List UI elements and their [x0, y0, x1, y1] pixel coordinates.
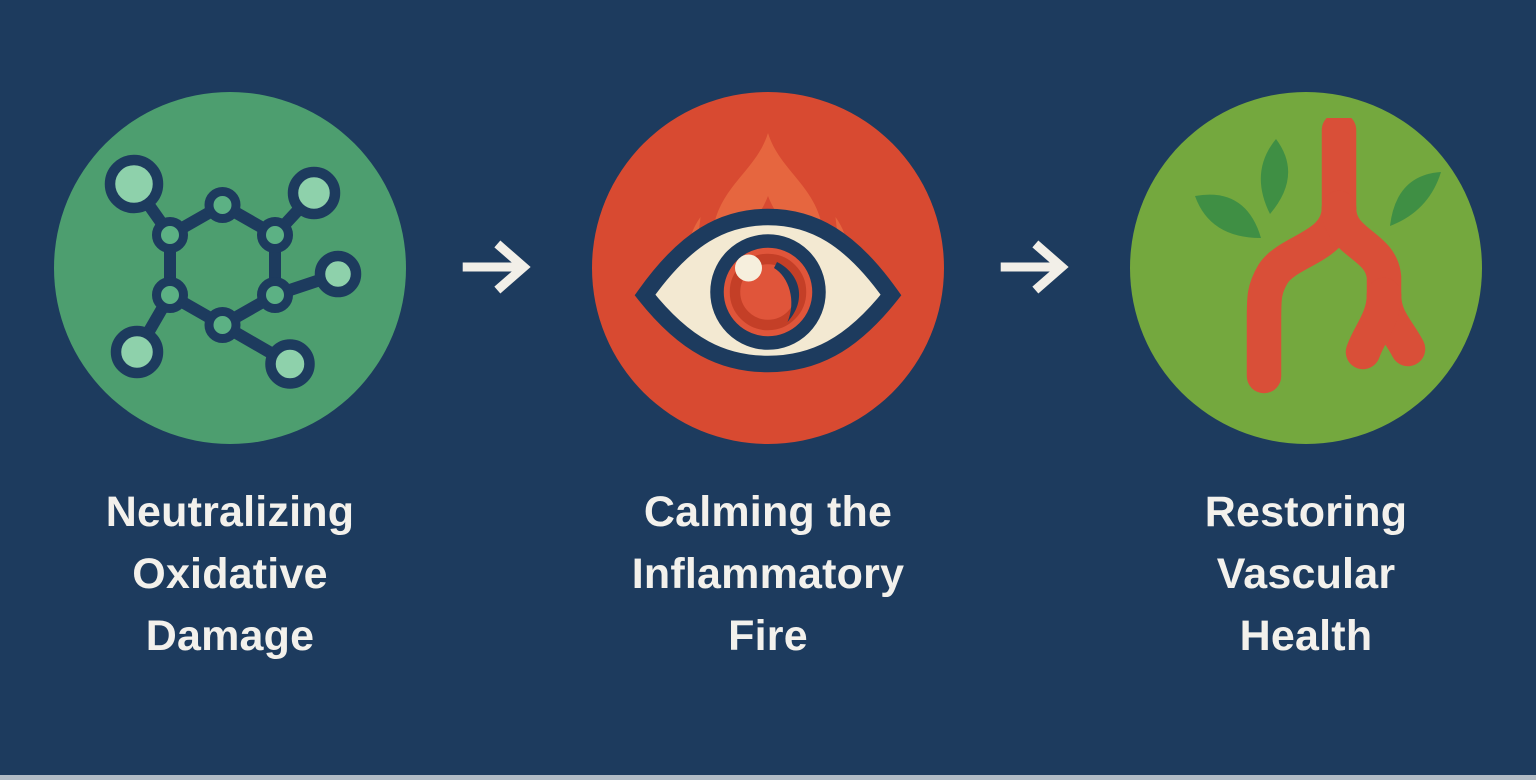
- flaming-eye-icon: [634, 133, 902, 373]
- step-1-circle: [54, 92, 406, 444]
- vessel-shape: [1246, 118, 1426, 394]
- step-neutralizing-oxidative-damage: Neutralizing Oxidative Damage: [4, 92, 456, 668]
- pupil-crescent: [774, 262, 800, 322]
- step-restoring-vascular-health: Restoring Vascular Health: [1080, 92, 1532, 668]
- molecule-icon: [104, 154, 362, 389]
- leaf-shapes: [1195, 139, 1441, 238]
- bottom-edge-strip: [0, 775, 1536, 780]
- step-2-title: Calming the Inflammatory Fire: [631, 488, 905, 660]
- step-calming-inflammatory-fire: Calming the Inflammatory Fire: [542, 92, 994, 668]
- step-1-title: Neutralizing Oxidative Damage: [105, 488, 355, 660]
- eye-highlight: [735, 254, 762, 282]
- right-arrow-icon: [1000, 240, 1069, 294]
- step-3-circle: [1130, 92, 1482, 444]
- step-2-circle: [592, 92, 944, 444]
- step-3-title: Restoring Vascular Health: [1204, 488, 1408, 660]
- right-arrow-icon: [462, 240, 531, 294]
- arrow-1: [456, 234, 542, 300]
- vascular-branch-leaves-icon: [1195, 118, 1441, 394]
- arrow-2: [994, 234, 1080, 300]
